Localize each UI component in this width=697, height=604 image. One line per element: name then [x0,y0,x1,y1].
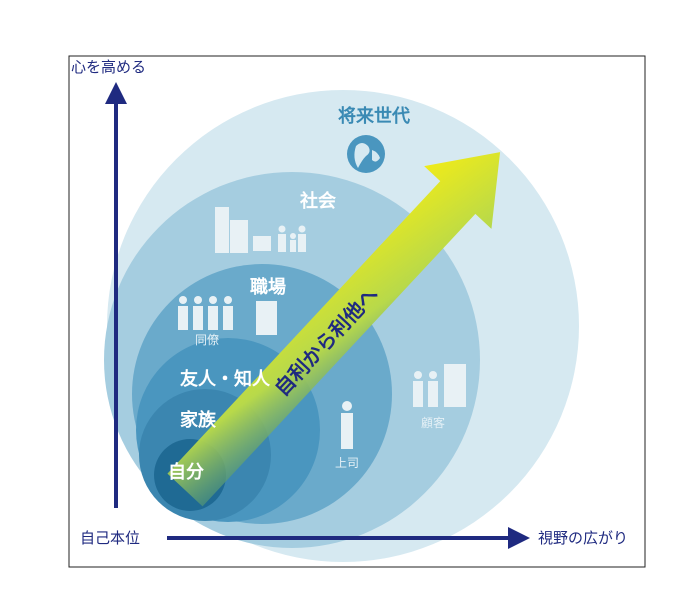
x-axis-start-label: 自己本位 [80,529,140,547]
shop-icon [253,236,271,251]
office-building-icon [256,301,277,335]
y-axis-label: 心を高める [71,58,146,76]
label-family: 家族 [180,409,217,431]
x-axis-arrow [167,527,530,549]
globe-icon [347,135,385,173]
family-icon [278,225,306,252]
label-workplace: 職場 [250,276,286,298]
colleagues-icon [178,296,233,330]
label-colleagues: 同僚 [195,332,219,347]
label-customers: 顧客 [421,415,445,430]
boss-icon [341,401,353,449]
customers-icon [413,364,466,407]
label-boss: 上司 [335,456,359,470]
x-axis-end-label: 視野の広がり [538,529,628,547]
label-friends: 友人・知人 [180,368,271,390]
buildings-icon [215,207,248,253]
label-society: 社会 [300,190,336,212]
label-future-generations: 将来世代 [338,105,410,127]
y-axis-arrow [105,82,127,508]
frame [68,55,646,568]
label-self: 自分 [168,461,204,483]
